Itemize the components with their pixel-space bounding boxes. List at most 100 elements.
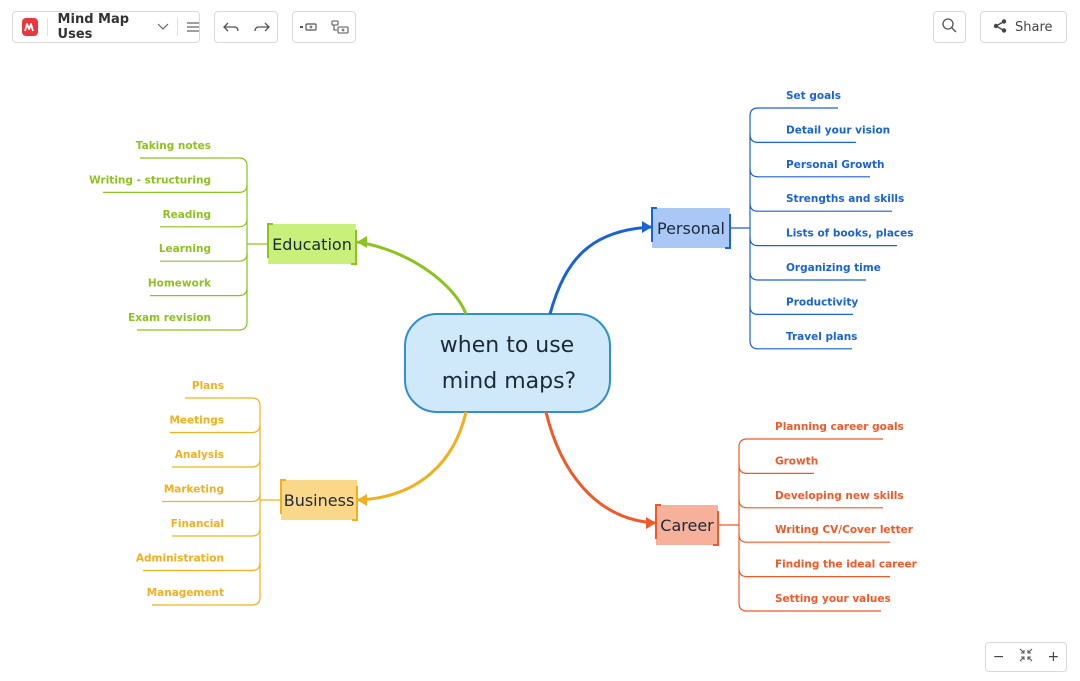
zoom-controls: − + [985, 642, 1067, 672]
subtopic-business[interactable]: Marketing [164, 484, 224, 496]
connector-education [356, 240, 468, 315]
subtopic-personal[interactable]: Detail your vision [786, 124, 890, 136]
root-topic-label[interactable]: mind maps? [442, 369, 576, 394]
subtopic-career[interactable]: Growth [775, 455, 818, 467]
bracket-branch [749, 271, 759, 281]
arrow-personal [642, 221, 652, 233]
subtopic-personal[interactable]: Lists of books, places [786, 228, 914, 240]
map-title[interactable]: Mind Map Uses [57, 12, 130, 42]
hamburger-menu-icon[interactable] [187, 12, 199, 42]
bracket-branch [251, 493, 261, 503]
divider [177, 18, 178, 36]
connector-business [356, 411, 468, 502]
bracket-branch [749, 203, 759, 212]
bracket-branch [238, 287, 248, 297]
arrow-career [646, 517, 656, 529]
topic-corner [713, 511, 719, 546]
minus-icon[interactable]: − [992, 649, 1005, 665]
subtopic-business[interactable]: Meetings [169, 415, 224, 427]
bracket-branch [749, 134, 759, 143]
search-button[interactable] [933, 11, 966, 43]
subtopic-education[interactable]: Learning [159, 243, 211, 255]
share-label: Share [1015, 19, 1053, 35]
subtopic-personal[interactable]: Organizing time [786, 262, 881, 274]
bracket-career [738, 438, 748, 612]
topic-label-education[interactable]: Education [272, 235, 352, 254]
subtopic-education[interactable]: Reading [163, 209, 211, 221]
subtopic-education[interactable]: Writing - structuring [89, 174, 211, 186]
add-sibling-topic-icon[interactable] [299, 12, 318, 42]
bracket-branch [738, 499, 748, 509]
history-toolbar [214, 11, 278, 43]
bracket-personal [749, 107, 759, 350]
bracket-branch [251, 424, 261, 434]
bracket-branch [749, 168, 759, 178]
bracket-branch [251, 562, 261, 572]
subtopic-personal[interactable]: Strengths and skills [786, 193, 904, 205]
fit-to-screen-icon[interactable] [1018, 648, 1034, 666]
plus-icon[interactable]: + [1047, 649, 1060, 665]
topic-corner [655, 504, 661, 539]
connector-career [544, 411, 657, 525]
bracket-branch [738, 568, 748, 578]
connector-personal [548, 225, 653, 315]
topic-toolbar [292, 11, 356, 43]
bracket-business [251, 397, 261, 606]
root-topic[interactable] [404, 313, 611, 413]
chevron-down-icon[interactable] [157, 12, 169, 42]
arrow-education [357, 236, 367, 248]
subtopic-business[interactable]: Financial [171, 518, 224, 530]
mindmeister-logo-icon[interactable] [22, 18, 38, 36]
subtopic-personal[interactable]: Personal Growth [786, 159, 884, 171]
subtopic-education[interactable]: Homework [148, 278, 212, 290]
subtopic-business[interactable]: Plans [192, 380, 224, 392]
bracket-branch [238, 253, 248, 262]
search-icon [942, 17, 957, 37]
undo-icon[interactable] [222, 12, 239, 42]
bracket-branch [738, 465, 748, 474]
bracket-branch [749, 237, 759, 247]
topic-label-business[interactable]: Business [284, 491, 355, 510]
topic-career[interactable] [656, 505, 718, 545]
topic-education[interactable] [268, 224, 356, 264]
title-toolbar: Mind Map Uses [12, 11, 200, 43]
subtopic-personal[interactable]: Productivity [786, 296, 858, 308]
topic-label-personal[interactable]: Personal [657, 219, 725, 238]
subtopic-business[interactable]: Analysis [175, 449, 224, 461]
bracket-branch [251, 458, 261, 468]
subtopic-education[interactable]: Exam revision [128, 312, 211, 324]
subtopic-career[interactable]: Writing CV/Cover letter [775, 524, 914, 536]
share-icon [993, 18, 1007, 37]
topic-corner [725, 214, 731, 249]
subtopic-personal[interactable]: Set goals [786, 90, 841, 102]
subtopic-career[interactable]: Planning career goals [775, 421, 904, 433]
subtopic-business[interactable]: Management [147, 587, 224, 599]
subtopic-business[interactable]: Administration [136, 553, 224, 565]
share-button[interactable]: Share [980, 11, 1067, 43]
divider [46, 18, 48, 36]
topic-corner [352, 486, 358, 521]
subtopic-career[interactable]: Finding the ideal career [775, 559, 918, 571]
redo-icon[interactable] [253, 12, 270, 42]
topic-corner [267, 223, 273, 258]
subtopic-personal[interactable]: Travel plans [786, 331, 857, 343]
arrow-business [357, 494, 367, 506]
bracket-branch [238, 218, 248, 228]
subtopic-career[interactable]: Developing new skills [775, 490, 904, 502]
subtopic-career[interactable]: Setting your values [775, 593, 891, 605]
topic-label-career[interactable]: Career [660, 516, 714, 535]
topic-corner [351, 230, 357, 265]
bracket-education [238, 157, 248, 331]
bracket-branch [251, 527, 261, 537]
topic-personal[interactable] [652, 208, 730, 248]
add-subtopic-icon[interactable] [330, 12, 349, 42]
subtopic-education[interactable]: Taking notes [136, 140, 211, 152]
topic-corner [280, 479, 286, 514]
bracket-branch [238, 184, 248, 193]
topic-business[interactable] [281, 480, 357, 520]
root-topic-label[interactable]: when to use [440, 333, 574, 358]
bracket-branch [738, 534, 748, 543]
topic-corner [651, 207, 657, 242]
bracket-branch [749, 306, 759, 315]
